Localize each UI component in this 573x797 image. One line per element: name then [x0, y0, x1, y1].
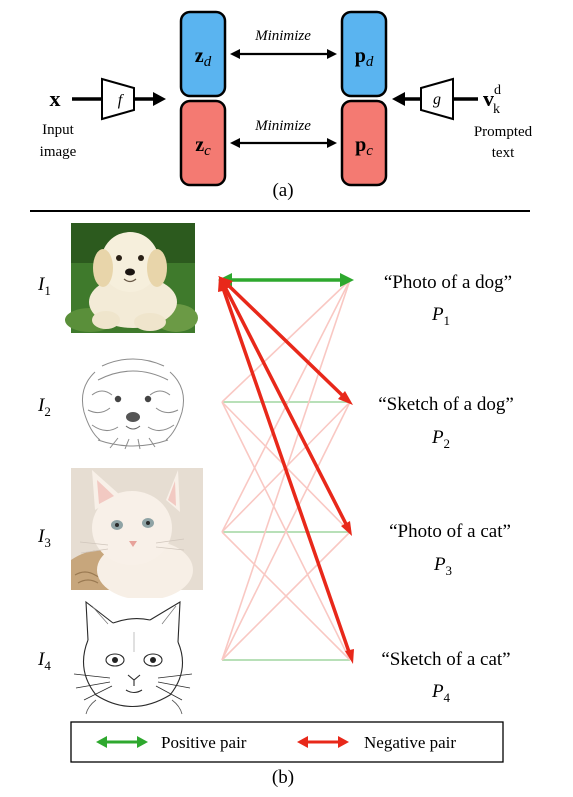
prompt-label-p4: P4 [431, 681, 451, 705]
pair-i1-p4-negative [218, 277, 354, 664]
prompt-label-p1: P1 [431, 304, 450, 328]
input-caption-line1: Input [42, 122, 74, 138]
prompt-text-p4: “Sketch of a cat” [381, 649, 510, 670]
encoder-g-shape [420, 77, 454, 121]
legend: Positive pair Negative pair [70, 721, 504, 763]
prompt-label-p3: P3 [433, 554, 452, 578]
dog-photo-image [65, 223, 198, 333]
dog-sketch-image [71, 357, 195, 450]
encoder-g-arrowhead [392, 92, 405, 106]
z-content-box [179, 99, 227, 187]
caption-b: (b) [272, 767, 294, 788]
input-symbol: x [50, 86, 61, 111]
image-label-i4: I4 [37, 649, 51, 673]
minimize-arrow-bottom [230, 138, 337, 148]
minimize-arrow-top [230, 49, 337, 59]
p-content-label: pc [355, 134, 373, 159]
encoder-g-label: g [433, 91, 441, 108]
panel-divider [30, 210, 530, 212]
prompt-text-p3: “Photo of a cat” [389, 521, 511, 542]
encoder-f-arrowhead [153, 92, 166, 106]
p-content-box [340, 99, 388, 187]
z-content-label: zc [195, 134, 211, 159]
z-domain-box [179, 10, 227, 98]
p-domain-box [340, 10, 388, 98]
pair-i1-p1-positive [218, 273, 354, 287]
image-label-i3: I3 [37, 526, 51, 550]
legend-positive-arrow [96, 736, 148, 748]
legend-positive-label: Positive pair [161, 733, 247, 752]
text-caption-line2: text [492, 145, 515, 161]
cat-sketch-image [71, 598, 195, 718]
prompt-text-p2: “Sketch of a dog” [378, 394, 514, 415]
z-domain-label: zd [195, 45, 212, 70]
caption-a: (a) [272, 180, 293, 201]
legend-negative-arrow [297, 736, 349, 748]
prompt-label-p2: P2 [431, 427, 450, 451]
encoder-f-label: f [118, 92, 125, 109]
panel-a-diagram: zd zc pd pc Minimize Minimize x f Input … [40, 10, 533, 201]
encoder-f-shape [101, 77, 135, 121]
minimize-label-top: Minimize [254, 28, 311, 44]
legend-negative-label: Negative pair [364, 733, 456, 752]
image-label-i2: I2 [37, 395, 51, 419]
cat-photo-image [71, 468, 203, 600]
minimize-label-bottom: Minimize [254, 118, 311, 134]
prompt-text-p1: “Photo of a dog” [384, 272, 512, 293]
text-caption-line1: Prompted [474, 124, 533, 140]
image-label-i1: I1 [37, 274, 51, 298]
input-caption-line2: image [40, 144, 77, 160]
p-domain-label: pd [355, 45, 374, 70]
